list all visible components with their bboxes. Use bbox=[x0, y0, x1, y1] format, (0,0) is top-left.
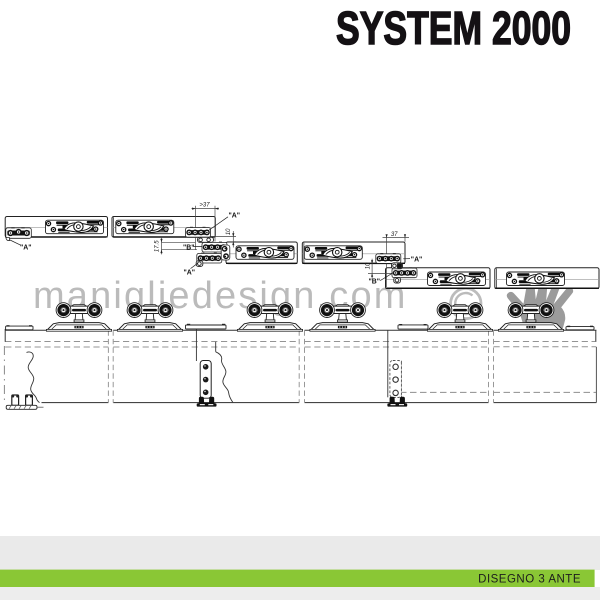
svg-text:"A": "A" bbox=[229, 212, 241, 219]
svg-text:"A": "A" bbox=[20, 245, 32, 252]
svg-text:17.5: 17.5 bbox=[154, 240, 160, 252]
svg-text:"B": "B" bbox=[369, 279, 381, 286]
svg-text:37: 37 bbox=[391, 232, 398, 238]
svg-text:"B": "B" bbox=[183, 244, 195, 251]
svg-text:>37: >37 bbox=[199, 202, 210, 208]
svg-text:SYSTEM 2000: SYSTEM 2000 bbox=[336, 2, 571, 54]
svg-text:DISEGNO 3 ANTE: DISEGNO 3 ANTE bbox=[478, 574, 581, 586]
svg-text:10: 10 bbox=[365, 262, 371, 269]
svg-text:"A": "A" bbox=[184, 269, 196, 276]
svg-text:"A": "A" bbox=[411, 256, 423, 263]
svg-text:10: 10 bbox=[226, 228, 232, 235]
